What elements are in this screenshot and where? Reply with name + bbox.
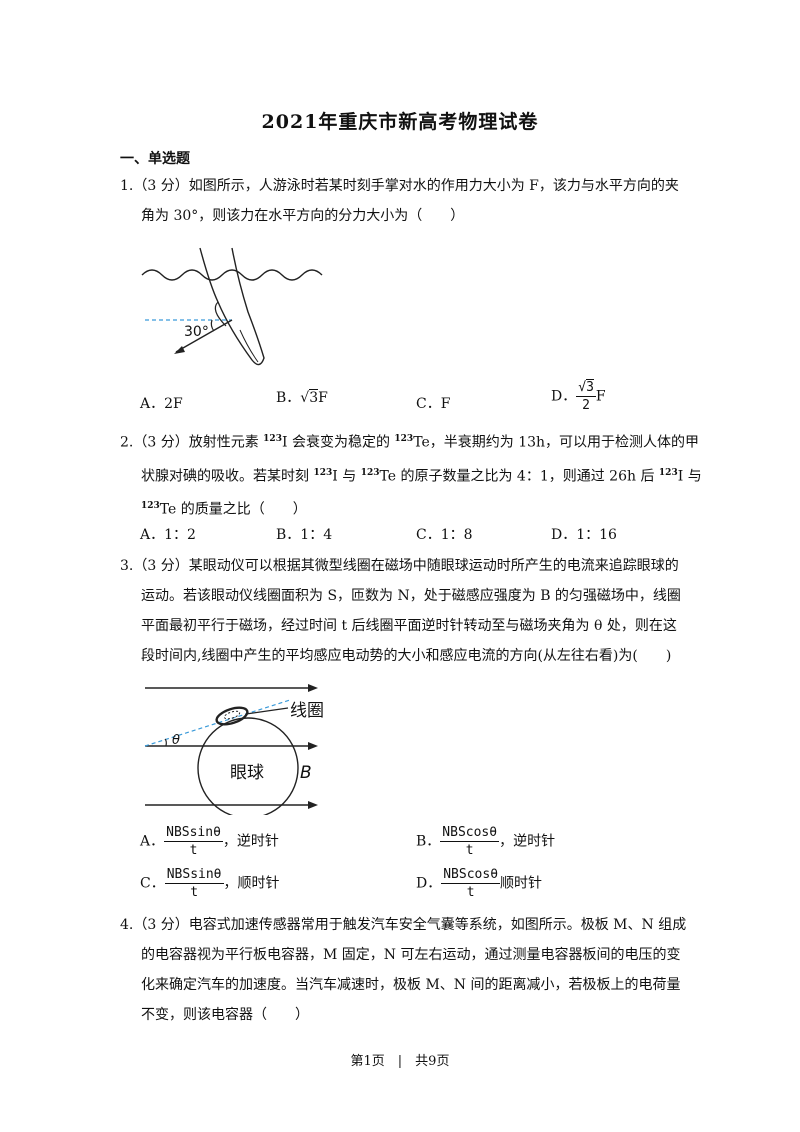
question-2: 2.（3 分）放射性元素 123I 会衰变为稳定的 123Te，半衰期约为 13… (120, 424, 702, 525)
question-1: 1.（3 分）如图所示，人游泳时若某时刻手掌对水的作用力大小为 F，该力与水平方… (120, 171, 679, 231)
eyeball-circle (197, 717, 299, 815)
force-arrow (175, 319, 233, 353)
tilted-dashed-line (144, 699, 291, 747)
water-surface (141, 269, 323, 281)
hand-outline (199, 247, 265, 366)
sqrt-symbol: √ (300, 390, 310, 406)
option-2-c[interactable]: C．1：8 (416, 527, 473, 543)
question-3: 3.（3 分）某眼动仪可以根据其微型线圈在磁场中随眼球运动时所产生的电流来追踪眼… (120, 551, 681, 671)
option-2-a[interactable]: A．1：2 (140, 527, 196, 543)
coil-label: 线圈 (290, 701, 324, 721)
question-2-line-3: 123Te 的质量之比（ ） (141, 501, 307, 518)
question-4: 4.（3 分）电容式加速传感器常用于触发汽车安全气囊等系统，如图所示。极板 M、… (120, 910, 686, 1030)
question-3-figure: θ 线圈 眼球 B (144, 684, 324, 815)
question-3-line-3: 平面最初平行于磁场，经过时间 t 后线圈平面逆时针转动至与磁场夹角为 θ 处，则… (141, 618, 677, 634)
question-4-line-2: 的电容器视为平行板电容器，M 固定，N 可左右运动，通过测量电容器板间的电压的变 (141, 947, 681, 963)
option-1-b[interactable]: B．√3F (276, 389, 328, 406)
question-1-line-2: 角为 30°，则该力在水平方向的分力大小为（ ） (141, 208, 465, 224)
option-1-c[interactable]: C．F (416, 396, 451, 412)
page-title: 2021年重庆市新高考物理试卷 (261, 111, 539, 133)
section-heading: 一、单选题 (120, 151, 190, 167)
page-footer: 第1页 | 共9页 (350, 1054, 450, 1069)
question-2-line-2: 状腺对碘的吸收。若某时刻 123I 与 123Te 的原子数量之比为 4：1，则… (141, 467, 702, 485)
option-2-d[interactable]: D．1：16 (551, 527, 617, 543)
question-3-line-4: 段时间内,线圈中产生的平均感应电动势的大小和感应电流的方向(从左往右看)为( ) (141, 648, 672, 664)
question-4-line-3: 化来确定汽车的加速度。当汽车减速时，极板 M、N 间的距离减小，若极板上的电荷量 (141, 977, 681, 993)
question-4-line-1: 4.（3 分）电容式加速传感器常用于触发汽车安全气囊等系统，如图所示。极板 M、… (120, 917, 687, 933)
theta-label: θ (172, 733, 180, 748)
question-3-line-2: 运动。若该眼动仪线圈面积为 S，匝数为 N，处于磁感应强度为 B 的匀强磁场中，… (141, 588, 681, 604)
question-1-figure: 30° (141, 247, 323, 366)
eyeball-label: 眼球 (230, 763, 264, 783)
question-4-line-4: 不变，则该电容器（ ） (141, 1007, 309, 1023)
coil-ellipse (215, 706, 249, 726)
option-2-b[interactable]: B．1：4 (276, 527, 333, 543)
field-b-label: B (300, 763, 312, 783)
option-1-a[interactable]: A．2F (140, 396, 183, 412)
question-3-line-1: 3.（3 分）某眼动仪可以根据其微型线圈在磁场中随眼球运动时所产生的电流来追踪眼… (120, 558, 679, 574)
question-2-line-1: 2.（3 分）放射性元素 123I 会衰变为稳定的 123Te，半衰期约为 13… (120, 434, 700, 451)
question-1-line-1: 1.（3 分）如图所示，人游泳时若某时刻手掌对水的作用力大小为 F，该力与水平方… (120, 178, 679, 194)
angle-label: 30° (184, 324, 209, 340)
